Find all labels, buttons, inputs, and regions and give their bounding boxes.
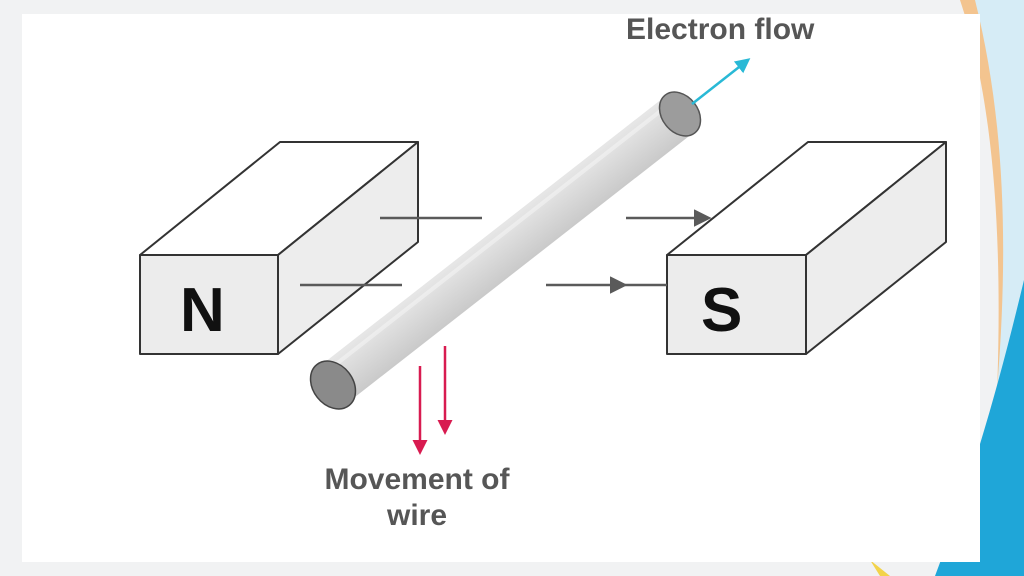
decor-blue-swoosh <box>935 280 1024 576</box>
decor-yellow-accent <box>870 560 890 576</box>
south-magnet <box>666 141 947 355</box>
movement-of-wire-label: Movement of wire <box>324 463 510 532</box>
wire-body <box>318 95 695 404</box>
south-pole-label: S <box>701 276 743 345</box>
electron-flow-label: Electron flow <box>626 13 815 46</box>
north-pole-label: N <box>180 276 225 345</box>
wire-near-end <box>309 360 357 410</box>
south-magnet-front <box>666 254 807 355</box>
electron-flow-arrow <box>691 58 751 105</box>
north-magnet <box>139 141 419 355</box>
wire-highlight <box>324 100 674 374</box>
north-magnet-front <box>139 254 279 355</box>
wire <box>309 91 702 410</box>
